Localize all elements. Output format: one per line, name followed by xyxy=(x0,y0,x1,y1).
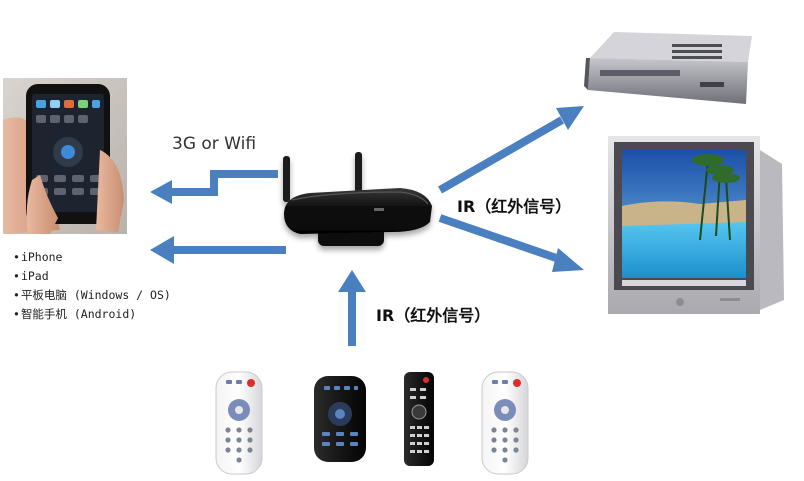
router-antenna-left xyxy=(283,156,290,202)
device-item-iphone: iPhone xyxy=(13,248,171,267)
arrow-router-to-tv xyxy=(438,214,584,272)
connection-label: 3G or Wifi xyxy=(172,134,257,154)
ir-input-label: IR（红外信号） xyxy=(376,306,491,325)
arrow-router-to-phone-wifi xyxy=(150,170,278,204)
device-item-tablet: 平板电脑 (Windows / OS) xyxy=(13,286,171,305)
set-top-box xyxy=(584,32,752,104)
device-item-ipad: iPad xyxy=(13,267,171,286)
smartphone-photo xyxy=(3,78,127,234)
remote-control-white-1 xyxy=(215,371,263,475)
crt-television xyxy=(608,136,784,314)
remote-control-black-2 xyxy=(404,372,434,466)
ir-output-label: IR（红外信号） xyxy=(457,197,572,216)
remote-control-white-2 xyxy=(481,371,529,475)
remote-control-black-1 xyxy=(314,376,366,462)
arrow-router-to-settopbox xyxy=(438,106,584,194)
arrow-remotes-to-router xyxy=(338,270,366,346)
device-item-android-phone: 智能手机 (Android) xyxy=(13,305,171,324)
ir-router-device xyxy=(283,152,432,246)
supported-devices-list: iPhone iPad 平板电脑 (Windows / OS) 智能手机 (An… xyxy=(13,248,171,324)
